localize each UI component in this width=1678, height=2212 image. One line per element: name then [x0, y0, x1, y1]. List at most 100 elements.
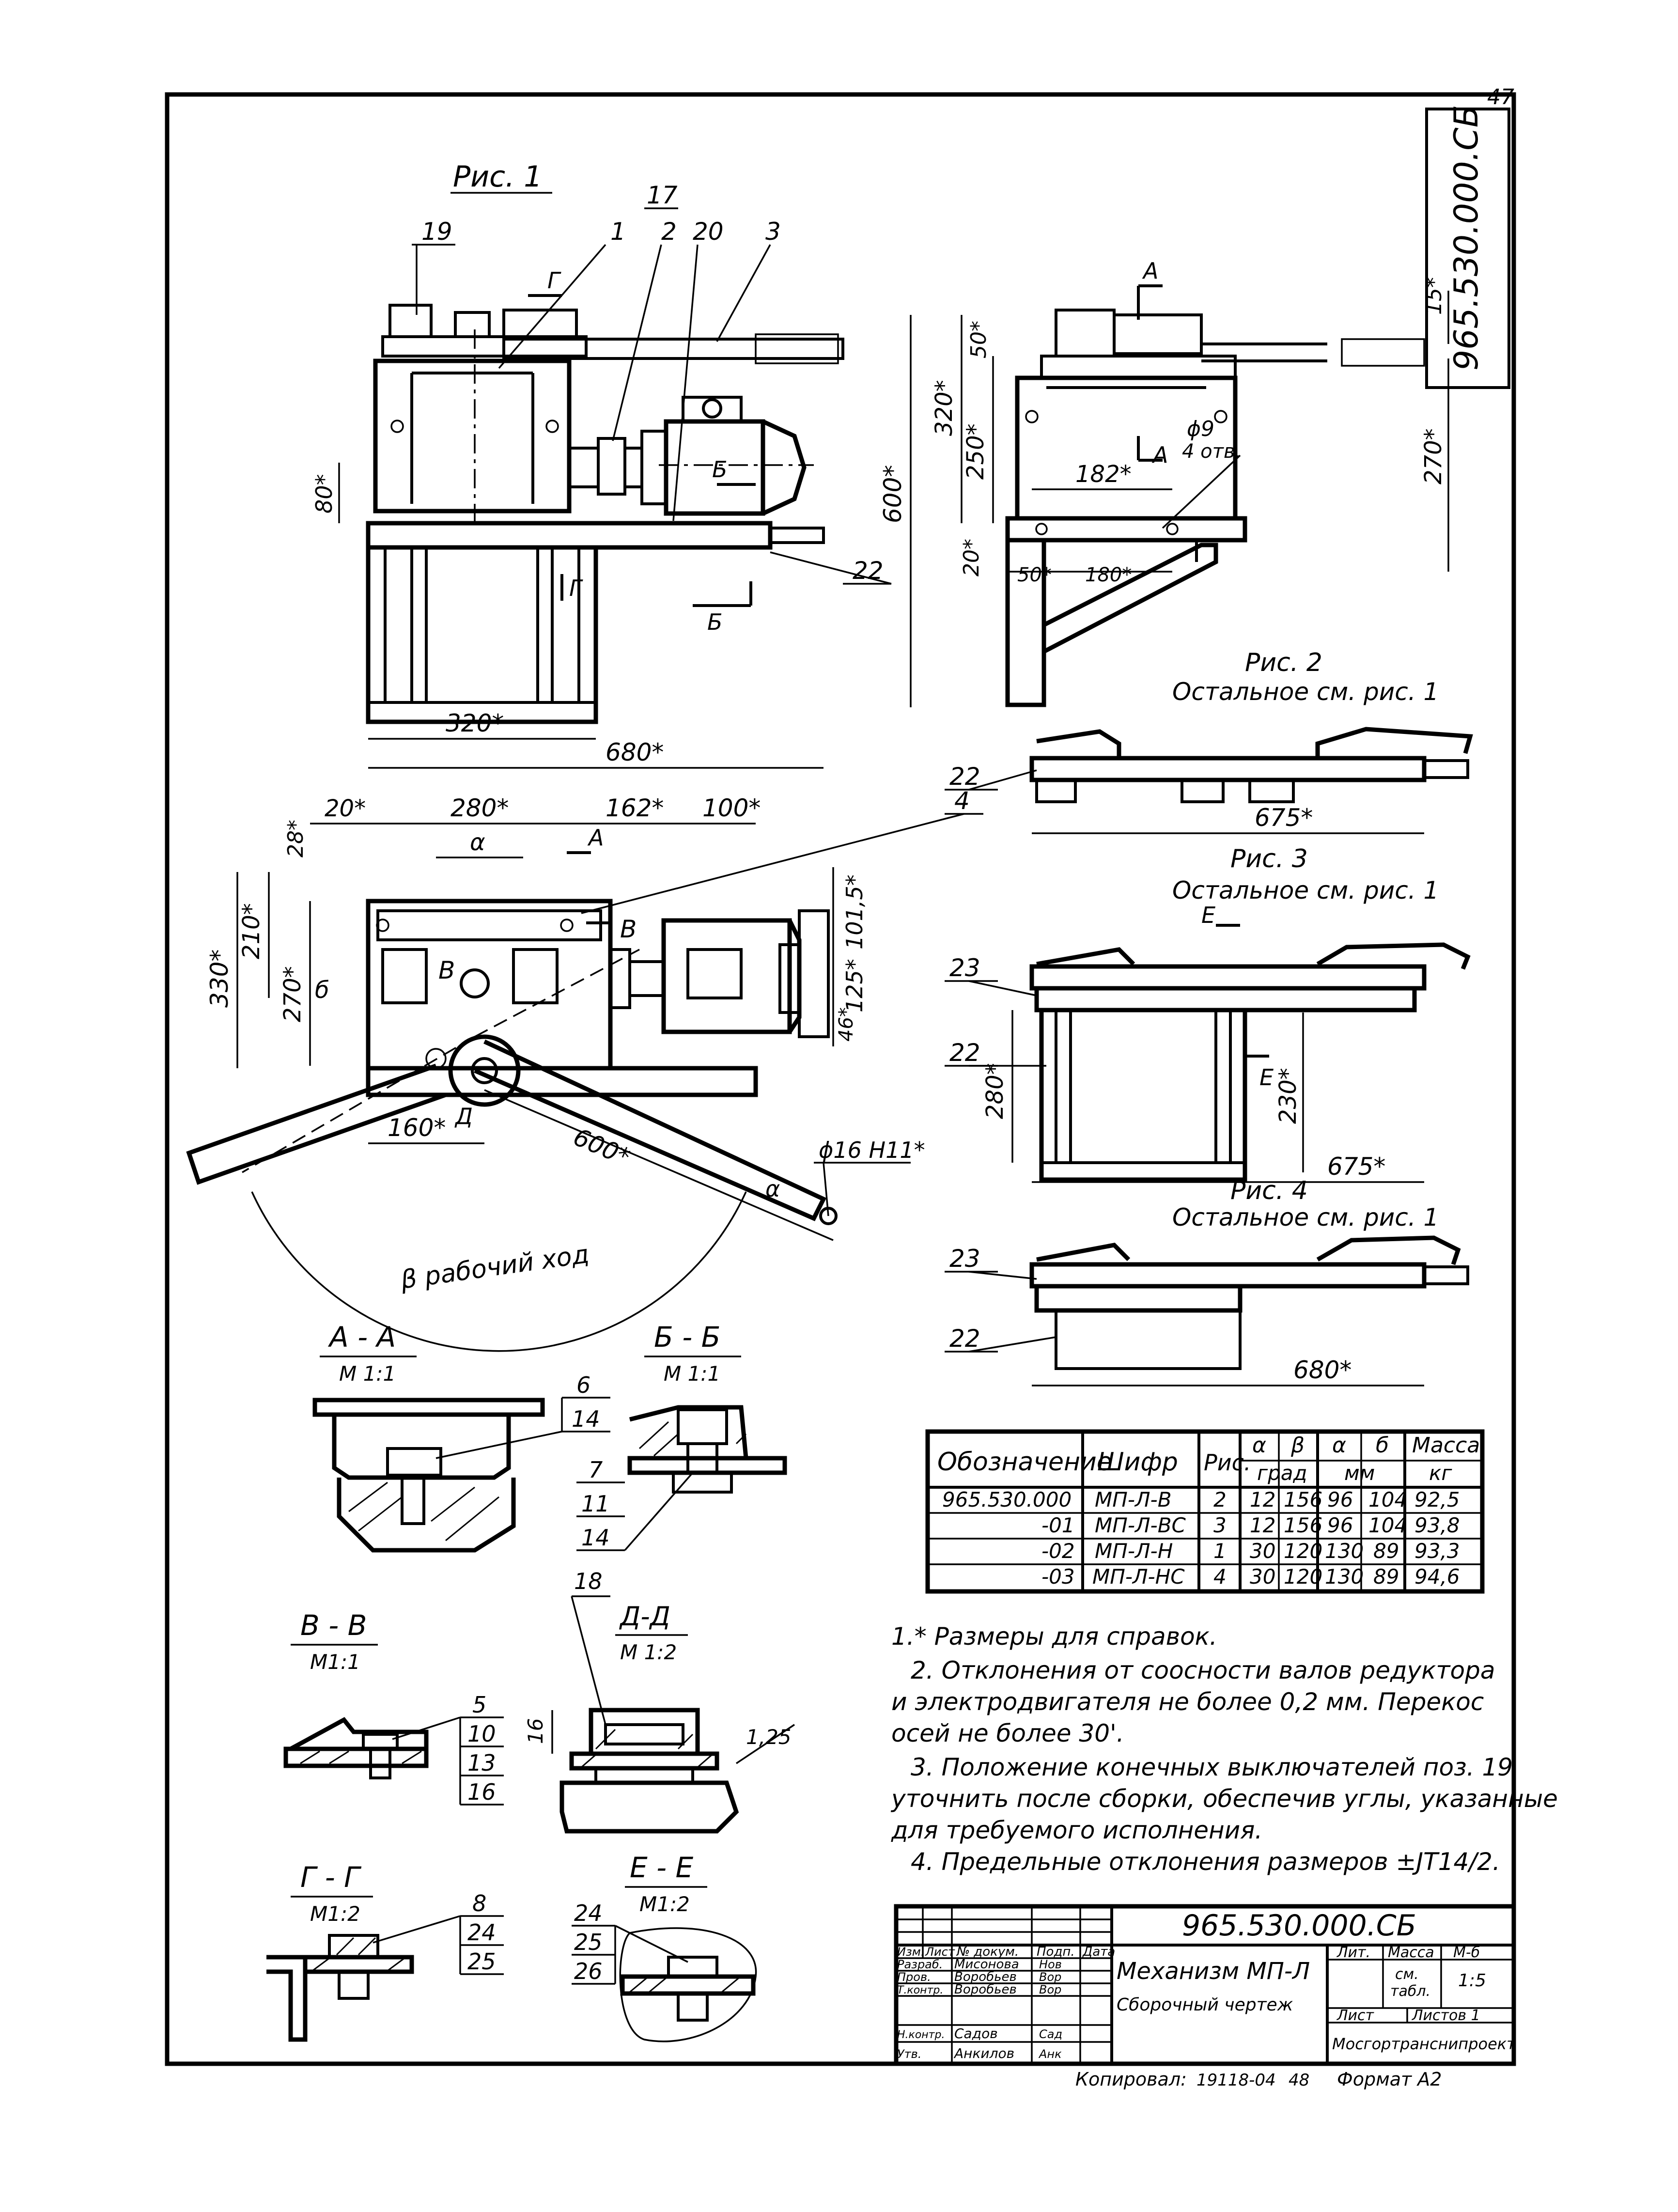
part-2: 2 [661, 218, 677, 246]
tb-col-sign: Подп. [1037, 1945, 1075, 1959]
tb-col-date: Дата [1082, 1945, 1115, 1959]
dim-15-side: 15* [1422, 277, 1446, 315]
th-unit-deg: град [1257, 1461, 1307, 1485]
section-mark-e1: Е [1201, 902, 1215, 928]
tb-name: Анкилов [953, 2045, 1014, 2061]
tb-mass: Масса [1388, 1944, 1434, 1961]
tb-role: Утв. [897, 2047, 921, 2061]
table-cell: МП-Л-ВС [1095, 1513, 1186, 1537]
gg-callout-25: 25 [467, 1948, 496, 1975]
note-line: для требуемого исполнения. [891, 1816, 1262, 1844]
dim-280-plan: 280* [451, 794, 509, 822]
dd-dim-125: 1,25 [746, 1725, 792, 1749]
fig3-title: Рис. 3 [1230, 844, 1308, 873]
th-beta: β [1290, 1433, 1305, 1458]
fig2: Рис. 2 Остальное см. рис. 1 675* 22 4 [581, 648, 1473, 914]
part-1: 1 [610, 218, 626, 246]
dim-675-fig2: 675* [1255, 804, 1313, 832]
table-cell: 96 [1327, 1513, 1353, 1537]
table-cell: 965.530.000 [942, 1488, 1072, 1511]
tb-col-doc: № докум. [956, 1945, 1019, 1959]
tb-sign: Анк [1038, 2047, 1062, 2061]
tb-sign: Вор [1039, 1983, 1061, 1996]
vv-callout-10: 10 [467, 1721, 496, 1747]
section-aa-title: А - А [327, 1321, 396, 1354]
plan-view: β рабочий ход 20* 280* 162* 100* α А 330… [186, 794, 925, 1352]
dim-28-plan: 28* [283, 820, 308, 857]
section-mark-v2: В [620, 915, 637, 943]
dim-50-side: 50* [966, 321, 991, 358]
table-cell: 104 [1368, 1513, 1407, 1537]
notes: 1.* Размеры для справок. 2. Отклонения о… [890, 1622, 1558, 1876]
dim-600-side: 600* [879, 465, 907, 523]
fig2-title: Рис. 2 [1245, 648, 1322, 677]
dim-250-side: 250* [962, 423, 989, 480]
section-mark-d1: Д [454, 1103, 473, 1129]
th-unit-kg: кг [1429, 1461, 1452, 1485]
hole-dia: ϕ9 [1187, 417, 1214, 441]
table-cell: 130 [1325, 1539, 1364, 1563]
section-dd-title: Д-Д [619, 1601, 670, 1632]
fig1-side-view: А А 600* 320* 250* 50* 20* 15* 270* [879, 258, 1449, 707]
th-unit-mm: мм [1344, 1461, 1375, 1485]
dim-230-fig3: 230* [1274, 1068, 1302, 1124]
tb-col-list: Лист [925, 1945, 955, 1959]
section-ee-scale: М1:2 [639, 1892, 690, 1916]
part-19: 19 [421, 218, 452, 246]
fig3-note: Остальное см. рис. 1 [1172, 876, 1439, 904]
note-line: 3. Положение конечных выключателей поз. … [911, 1753, 1513, 1781]
footer: Копировал: 19118-04 48 Формат А2 [1075, 2069, 1442, 2090]
th-designation: Обозначение [937, 1448, 1112, 1477]
table-cell: 3 [1213, 1513, 1227, 1537]
section-aa: А - А М 1:1 6 14 [312, 1321, 610, 1553]
table-cell: 93,3 [1414, 1539, 1460, 1563]
aa-callout-6: 6 [576, 1372, 590, 1398]
phi16: ϕ16 H11* [819, 1137, 925, 1163]
dim-280-fig3: 280* [981, 1063, 1009, 1119]
fig2-note: Остальное см. рис. 1 [1172, 678, 1439, 706]
delta-plan: б [315, 977, 329, 1004]
table-cell: МП-Л-НС [1092, 1565, 1185, 1589]
table-row: -03 МП-Л-НС 4 30 120 130 89 94,6 [1041, 1565, 1460, 1589]
tb-col-izm: Изм. [897, 1945, 924, 1959]
bb-callout-7: 7 [589, 1457, 603, 1483]
dim-210-plan: 210* [238, 903, 265, 959]
vv-callout-13: 13 [467, 1750, 496, 1776]
section-mark-a1: А [1142, 258, 1158, 284]
dim-680-fig4: 680* [1293, 1356, 1352, 1384]
part-20: 20 [693, 218, 724, 246]
footer-page: 48 [1289, 2071, 1309, 2090]
section-dd-scale: М 1:2 [620, 1640, 677, 1664]
tb-name: Садов [954, 2025, 998, 2041]
gg-callout-24: 24 [467, 1919, 496, 1946]
note-line: уточнить после сборки, обеспечив углы, у… [890, 1785, 1558, 1813]
section-bb: Б - Б М 1:1 7 11 14 [576, 1321, 787, 1551]
fig1-front-view: Рис. 1 [311, 160, 892, 769]
tb-lit: Лит. [1336, 1944, 1370, 1961]
dim-320-side: 320* [931, 380, 958, 436]
table-cell: 89 [1373, 1539, 1399, 1563]
section-vv: В - В М1:1 5 10 13 16 [283, 1609, 504, 1806]
note-line: и электродвигателя не более 0,2 мм. Пере… [891, 1688, 1484, 1716]
vv-callout-5: 5 [472, 1692, 486, 1718]
table-cell: 12 [1250, 1488, 1275, 1511]
dim-675-fig3: 675* [1327, 1153, 1385, 1181]
fig4: Рис. 4 Остальное см. рис. 1 680* 23 22 [945, 1176, 1469, 1386]
aa-callout-14: 14 [572, 1406, 600, 1432]
dim-270-plan: 270* [279, 966, 306, 1022]
dim-20-side: 20* [959, 539, 984, 576]
tb-sign: Нов [1039, 1958, 1062, 1971]
ee-callout-25: 25 [574, 1929, 603, 1955]
table-cell: МП-Л-Н [1095, 1539, 1173, 1563]
tb-sheet: Лист [1336, 2007, 1375, 2024]
tb-sign: Вор [1039, 1970, 1061, 1984]
dim-20-plan: 20* [325, 795, 366, 822]
tb-scale-value: 1:5 [1458, 1971, 1486, 1991]
section-mark-g1: Г [547, 267, 561, 294]
dim-100-plan: 100* [702, 794, 761, 822]
part-22-fig1: 22 [853, 557, 884, 585]
th-alpha2: α [1332, 1433, 1346, 1458]
section-aa-scale: М 1:1 [339, 1362, 396, 1386]
dim-270-side: 270* [1420, 428, 1447, 484]
